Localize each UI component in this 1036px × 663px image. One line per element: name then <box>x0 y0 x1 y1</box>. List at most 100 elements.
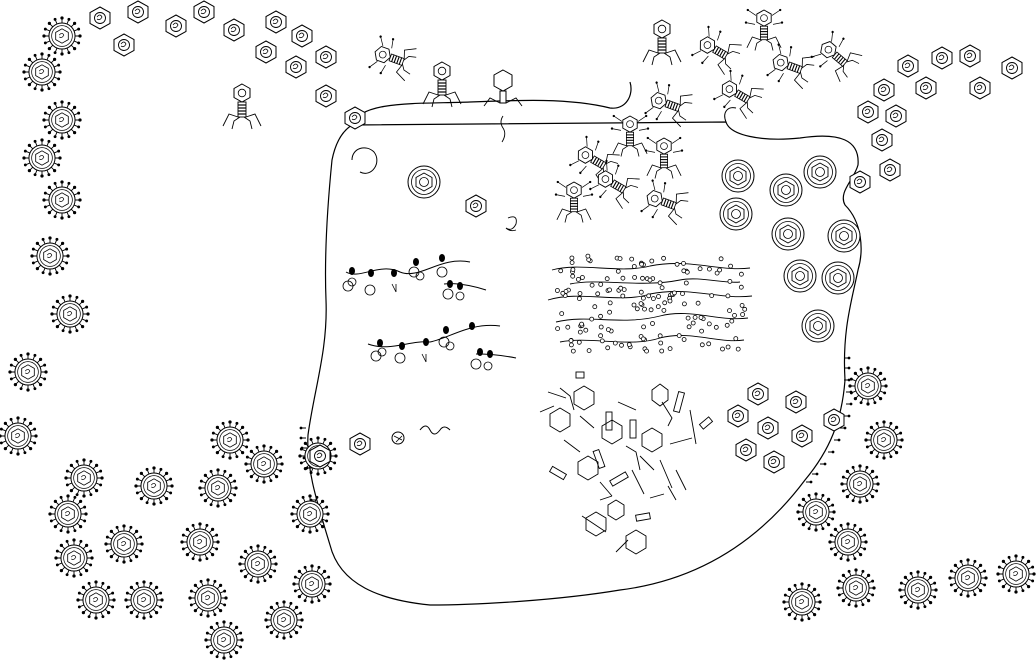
replication-particle <box>740 312 745 317</box>
replication-particle <box>640 275 645 281</box>
replication-particle <box>739 302 745 308</box>
replication-particle <box>684 269 690 275</box>
replication-particle <box>735 346 741 352</box>
replication-particle <box>598 324 604 330</box>
replication-particle <box>579 321 584 327</box>
cell-membrane <box>307 81 862 606</box>
replication-particle <box>606 327 611 333</box>
replication-particle <box>586 348 592 354</box>
replication-particle <box>649 258 655 264</box>
replication-particle <box>695 300 701 306</box>
replication-particle <box>659 348 665 354</box>
replication-particle <box>672 290 677 296</box>
replication-particle <box>598 313 603 319</box>
replication-particle <box>570 267 576 273</box>
replication-particle <box>555 288 560 293</box>
replication-particle <box>642 306 647 312</box>
replication-particle <box>592 304 598 310</box>
replication-particle <box>619 342 624 348</box>
replication-particle <box>555 326 560 332</box>
replication-particle <box>607 287 612 293</box>
replication-particle <box>646 293 652 299</box>
replication-particle <box>676 333 682 339</box>
free-capsids-top-left <box>89 0 366 130</box>
replication-particle <box>658 340 664 346</box>
replication-particle <box>641 295 646 301</box>
replication-particle <box>674 261 680 267</box>
transcription-strands <box>342 254 517 371</box>
replication-particle <box>739 271 744 277</box>
replication-particle <box>725 293 731 299</box>
replication-particle <box>615 268 621 274</box>
replication-particle <box>620 293 626 299</box>
replication-particle <box>598 281 604 287</box>
replication-particle <box>629 256 635 262</box>
replication-particle <box>577 329 583 335</box>
replication-particle <box>742 306 748 312</box>
replication-particle <box>569 342 574 348</box>
replication-particle <box>655 304 661 310</box>
replication-particle <box>576 276 581 282</box>
replication-particle <box>569 255 575 261</box>
replication-particle <box>570 273 576 279</box>
tailed-phages-top <box>222 9 866 143</box>
replication-particle <box>662 300 668 306</box>
replication-particle <box>728 263 733 269</box>
replication-particle <box>631 264 637 269</box>
replication-particle <box>697 266 703 272</box>
replication-particle <box>661 307 667 313</box>
replication-particle <box>570 348 576 354</box>
replication-particle <box>685 315 691 321</box>
replication-particle <box>720 346 725 352</box>
replication-particle <box>709 293 715 299</box>
replication-particle <box>568 338 574 344</box>
replication-particle <box>589 282 595 288</box>
replication-particle <box>738 284 744 290</box>
replication-particle <box>648 307 654 313</box>
replication-particle <box>659 285 665 291</box>
replication-particle <box>595 291 601 297</box>
replication-particle <box>706 341 712 347</box>
replication-particle <box>617 256 623 262</box>
replication-particle <box>718 256 724 262</box>
replication-particle <box>634 306 640 312</box>
replication-particle <box>699 342 705 348</box>
replication-particle <box>639 261 644 267</box>
replication-particle <box>681 260 686 266</box>
replication-particle <box>661 255 666 261</box>
replication-particle <box>576 339 582 345</box>
assembly-region <box>539 371 714 555</box>
replication-particle <box>612 340 618 346</box>
coated-virions-bottom-left <box>47 419 339 661</box>
replication-particle <box>604 276 610 282</box>
replication-particle <box>657 333 663 339</box>
replication-particle <box>589 316 595 322</box>
replication-particle <box>558 268 564 274</box>
replication-particle <box>599 338 605 344</box>
replication-particle <box>638 301 644 307</box>
replication-particle <box>651 296 656 302</box>
replication-particle <box>577 291 583 296</box>
replication-particle <box>641 324 646 330</box>
phage-assembly-upper <box>555 115 692 228</box>
internal-capsids <box>309 194 517 468</box>
replication-particle <box>607 300 613 306</box>
free-capsids-top-right <box>849 44 1023 194</box>
replication-particle <box>559 311 565 317</box>
replication-particle <box>607 309 612 315</box>
replication-particle <box>692 314 698 320</box>
replication-particle <box>638 289 644 295</box>
replication-particle <box>681 337 687 342</box>
replication-particle <box>713 324 719 330</box>
membrane-fold <box>351 147 378 174</box>
replication-particle <box>729 318 735 324</box>
coated-virions-left <box>0 15 91 457</box>
replication-particle <box>727 278 733 284</box>
replication-particle <box>618 285 624 291</box>
replication-particle <box>585 253 591 259</box>
replication-particle <box>583 327 589 333</box>
replication-particle <box>667 346 673 352</box>
replication-particle <box>577 296 582 302</box>
